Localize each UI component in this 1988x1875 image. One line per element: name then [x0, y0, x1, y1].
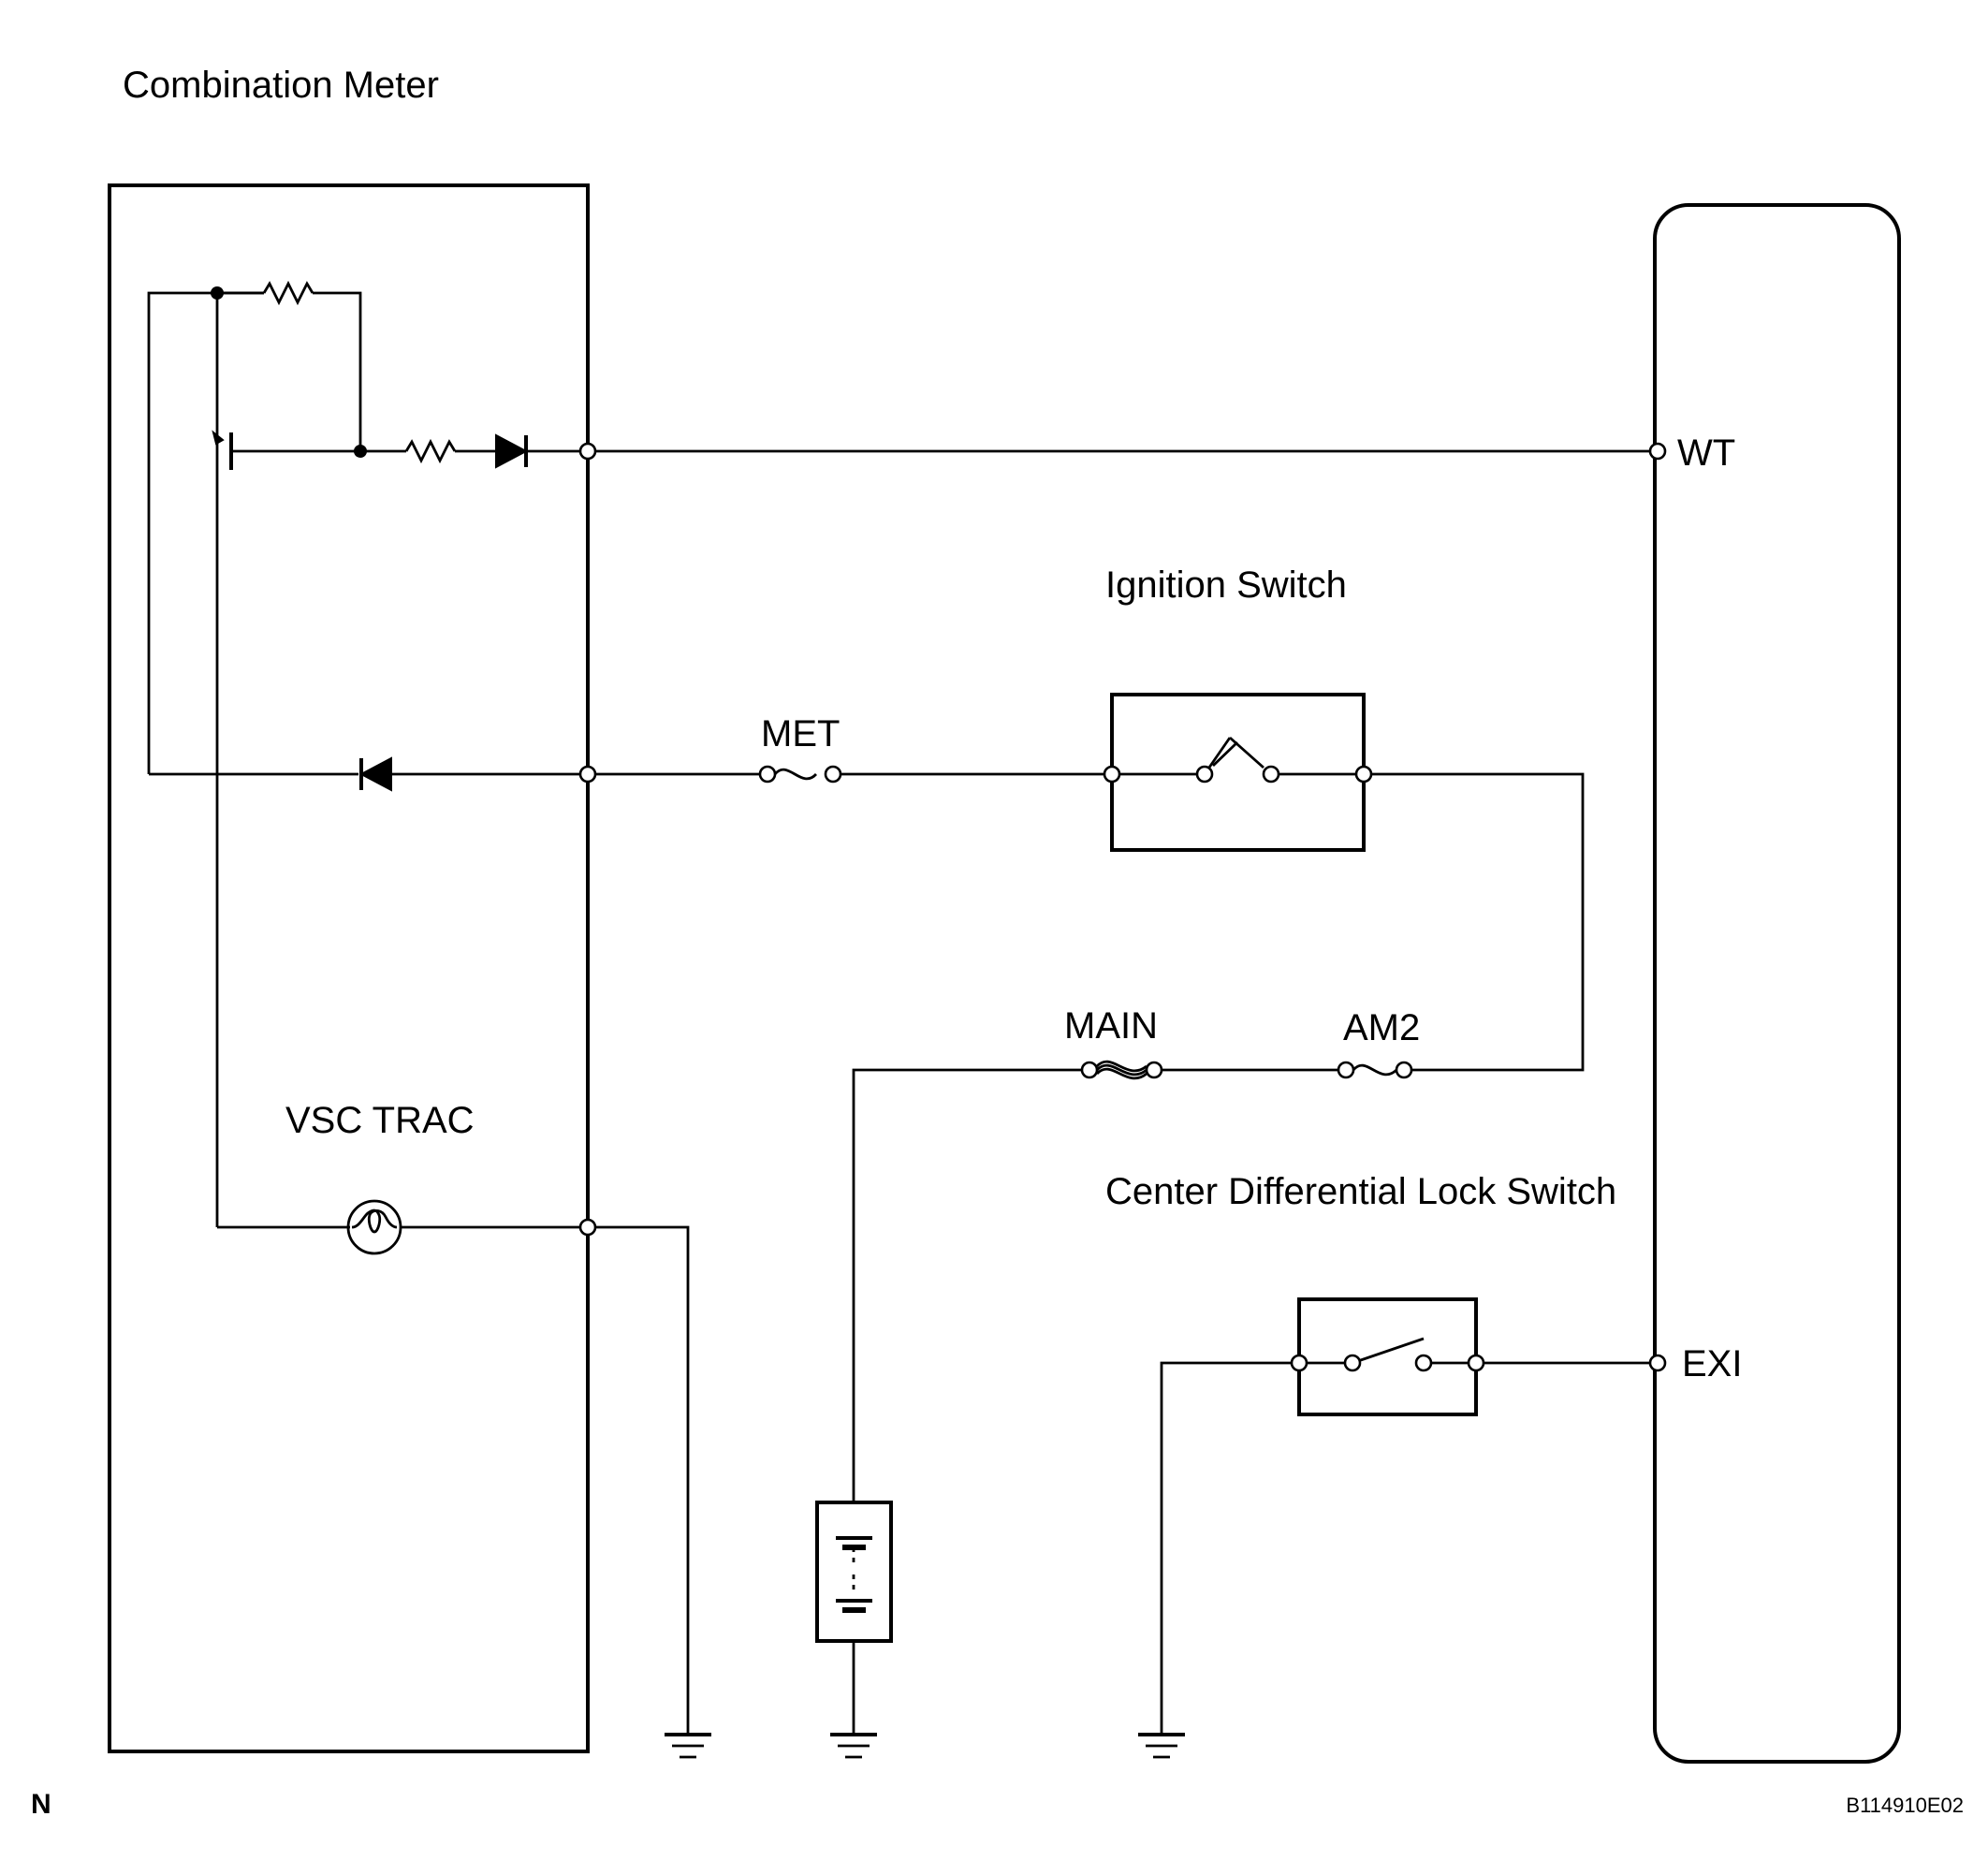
vsc-trac-label: VSC TRAC — [285, 1100, 475, 1141]
terminal-ignition-out — [1354, 765, 1373, 784]
battery-icon — [836, 1536, 872, 1613]
am2-fuse-icon — [1337, 1061, 1413, 1079]
terminal-cdl-in — [1290, 1354, 1308, 1372]
main-label: MAIN — [1064, 1005, 1158, 1047]
diode-met — [358, 756, 392, 792]
diode-wt — [495, 433, 529, 469]
terminal-cdl-out — [1467, 1354, 1485, 1372]
am2-label: AM2 — [1343, 1007, 1420, 1048]
terminal-meter-met — [578, 765, 597, 784]
center-diff-lock-switch-box — [1297, 1297, 1478, 1416]
main-fusible-link-icon — [1080, 1060, 1163, 1080]
ignition-switch-box — [1110, 693, 1366, 852]
terminal-meter-wt — [578, 442, 597, 461]
meter-internal-circuit — [147, 280, 588, 1255]
center-diff-lock-switch-label: Center Differential Lock Switch — [1105, 1171, 1616, 1212]
combination-meter-box — [108, 183, 590, 1753]
met-fuse-icon — [758, 765, 842, 784]
terminal-ecu-exi — [1648, 1354, 1667, 1372]
resistor-mid — [404, 438, 457, 464]
met-label: MET — [761, 713, 840, 754]
resistor-top — [262, 280, 314, 306]
ignition-switch-icon — [1112, 736, 1364, 784]
combination-meter-label: Combination Meter — [123, 65, 439, 106]
figure-code: B114910E02 — [1846, 1794, 1964, 1817]
terminal-ignition-in — [1103, 765, 1121, 784]
center-diff-lock-switch-icon — [1299, 1337, 1476, 1372]
ignition-switch-label: Ignition Switch — [1105, 564, 1347, 606]
terminal-ecu-wt — [1648, 442, 1667, 461]
north-marker: N — [31, 1789, 51, 1820]
exi-label: EXI — [1682, 1343, 1742, 1384]
ground-symbol-icon — [665, 1733, 711, 1759]
ground-symbol-icon — [1138, 1733, 1185, 1759]
transistor-emitter-arrow — [212, 430, 225, 446]
battery-box — [815, 1501, 893, 1643]
ecu-box — [1653, 203, 1901, 1764]
wt-label: WT — [1677, 432, 1735, 474]
terminal-meter-ground — [578, 1218, 597, 1237]
ground-symbol-icon — [830, 1733, 877, 1759]
